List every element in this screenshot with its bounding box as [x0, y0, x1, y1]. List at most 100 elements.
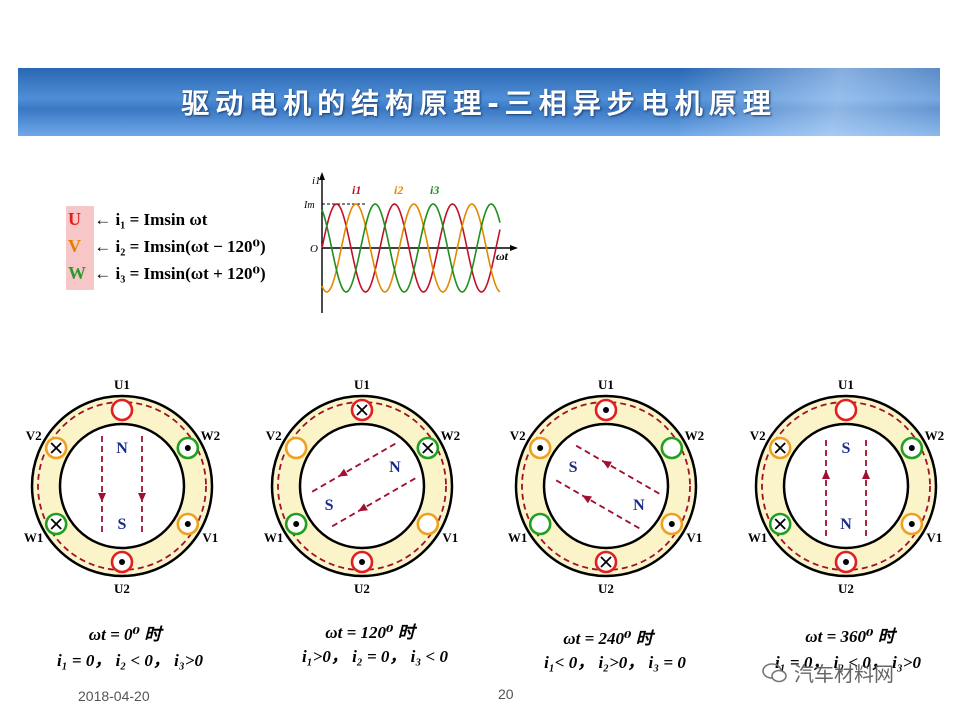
caption-current-4: i₁ = 0， i₂ < 0， i₃>0 — [774, 653, 921, 672]
slide-title: 驱动电机的结构原理-三相异步电机原理 — [181, 87, 777, 120]
wave-series-i1 — [321, 203, 501, 293]
terminal-label-v2-3: V2 — [510, 428, 526, 443]
current-out-icon — [908, 521, 915, 527]
wechat-icon — [762, 662, 787, 682]
terminal-label-w2-2: W2 — [441, 428, 461, 443]
terminal-label-u1-2: U1 — [354, 378, 370, 392]
terminal-label-w2-4: W2 — [925, 428, 945, 443]
equation-v-formula: ← i₂ = Imsin(ωt − 120⁰) — [94, 237, 266, 256]
north-pole-label-4: N — [840, 516, 852, 533]
rotor-bore-4 — [782, 422, 910, 550]
caption-time-3: ωt = 240⁰ 时 — [563, 629, 653, 648]
wave-series-i3 — [321, 203, 501, 293]
wave-legend-i2: i2 — [394, 183, 403, 197]
terminal-label-u2-2: U2 — [354, 581, 370, 596]
flux-arrow-1-1 — [138, 493, 146, 502]
terminal-label-w1-4: W1 — [748, 530, 768, 545]
wave-series-i2 — [321, 203, 501, 293]
south-pole-label-3: S — [569, 459, 578, 476]
caption-current-3: i₁< 0， i₂>0， i₃ = 0 — [544, 653, 686, 672]
flux-arrow-3-1 — [582, 495, 592, 504]
wave-x-arrow — [510, 245, 518, 251]
north-pole-label-2: N — [389, 459, 401, 476]
current-in-icon — [774, 442, 786, 454]
terminal-label-w1-3: W1 — [508, 530, 528, 545]
equation-w-formula: ← i₃ = Imsin(ωt + 120⁰) — [94, 264, 266, 283]
terminal-label-w1-2: W1 — [264, 530, 284, 545]
current-out-icon — [537, 445, 544, 451]
rotor-bore-2 — [298, 422, 426, 550]
terminal-label-u1-4: U1 — [838, 378, 854, 392]
terminal-label-v1-4: V1 — [926, 530, 942, 545]
current-in-icon — [600, 556, 612, 568]
current-in-icon — [50, 518, 62, 530]
title-banner: 驱动电机的结构原理-三相异步电机原理 — [18, 68, 940, 136]
flux-arrow-4-2 — [862, 470, 870, 479]
phase-label-box — [66, 206, 94, 290]
terminal-label-w1-1: W1 — [24, 530, 44, 545]
rotor-bore-3 — [542, 422, 670, 550]
current-out-icon — [359, 559, 365, 565]
conductor-w1-3 — [528, 512, 552, 536]
flux-line-2-2 — [308, 442, 396, 495]
current-out-icon — [293, 521, 300, 527]
terminal-label-w2-1: W2 — [201, 428, 221, 443]
terminal-label-w2-3: W2 — [685, 428, 705, 443]
current-out-icon — [603, 407, 609, 413]
terminal-label-u2-3: U2 — [598, 581, 614, 596]
terminal-label-u2-4: U2 — [838, 581, 854, 596]
current-in-icon — [774, 518, 786, 530]
flux-arrow-2-1 — [358, 503, 368, 512]
watermark: 汽车材料网 — [762, 658, 894, 687]
caption-time-1: ωt = 0⁰ 时 — [88, 625, 162, 644]
current-out-icon — [843, 559, 849, 565]
current-out-icon — [184, 445, 191, 451]
conductor-v2-2 — [284, 436, 308, 460]
footer-date: 2018-04-20 — [78, 688, 150, 704]
flux-line-3-1 — [552, 477, 640, 530]
current-out-icon — [908, 445, 915, 451]
equation-w: W ← i₃ = Imsin(ωt + 120⁰) — [68, 263, 266, 284]
current-in-icon — [50, 442, 62, 454]
wave-amp-label: Im — [303, 200, 315, 211]
caption-current-2: i₁>0， i₂ = 0， i₃ < 0 — [301, 647, 448, 666]
flux-arrow-2-2 — [338, 468, 348, 477]
current-in-icon — [356, 404, 368, 416]
watermark-text: 汽车材料网 — [794, 662, 894, 686]
south-pole-label-4: S — [842, 440, 851, 457]
wave-origin-label: O — [310, 243, 318, 255]
terminal-label-v1-2: V1 — [442, 530, 458, 545]
current-out-icon — [668, 521, 675, 527]
south-pole-label-2: S — [325, 497, 334, 514]
equation-u: U ← i₁ = Imsin ωt — [68, 209, 207, 230]
page-number: 20 — [498, 686, 514, 702]
current-in-icon — [422, 442, 434, 454]
north-pole-label-3: N — [633, 497, 645, 514]
equation-u-formula: ← i₁ = Imsin ωt — [94, 210, 208, 229]
terminal-label-v2-4: V2 — [750, 428, 766, 443]
terminal-label-v2-2: V2 — [266, 428, 282, 443]
wave-x-label: ωt — [496, 249, 509, 263]
terminal-label-v2-1: V2 — [26, 428, 42, 443]
phase-v-label: V — [68, 236, 81, 256]
terminal-label-v1-3: V1 — [686, 530, 702, 545]
terminal-label-v1-1: V1 — [202, 530, 218, 545]
flux-arrow-4-1 — [822, 470, 830, 479]
caption-time-4: ωt = 360⁰ 时 — [805, 627, 895, 646]
caption-current-1: i₁ = 0， i₂ < 0， i₃>0 — [56, 651, 203, 670]
wave-legend-i1: i1 — [352, 183, 361, 197]
terminal-label-u2-1: U2 — [114, 581, 130, 596]
phase-w-label: W — [68, 263, 86, 283]
rotor-bore-1 — [58, 422, 186, 550]
wave-y-arrow — [319, 172, 325, 180]
wave-y-label: i1 — [312, 175, 321, 187]
flux-arrow-3-2 — [602, 460, 612, 469]
phase-u-label: U — [68, 209, 81, 229]
terminal-label-u1-1: U1 — [114, 378, 130, 392]
current-out-icon — [184, 521, 191, 527]
north-pole-label-1: N — [116, 440, 128, 457]
conductor-u1-1 — [110, 398, 134, 422]
conductor-u1-4 — [834, 398, 858, 422]
terminal-label-u1-3: U1 — [598, 378, 614, 392]
